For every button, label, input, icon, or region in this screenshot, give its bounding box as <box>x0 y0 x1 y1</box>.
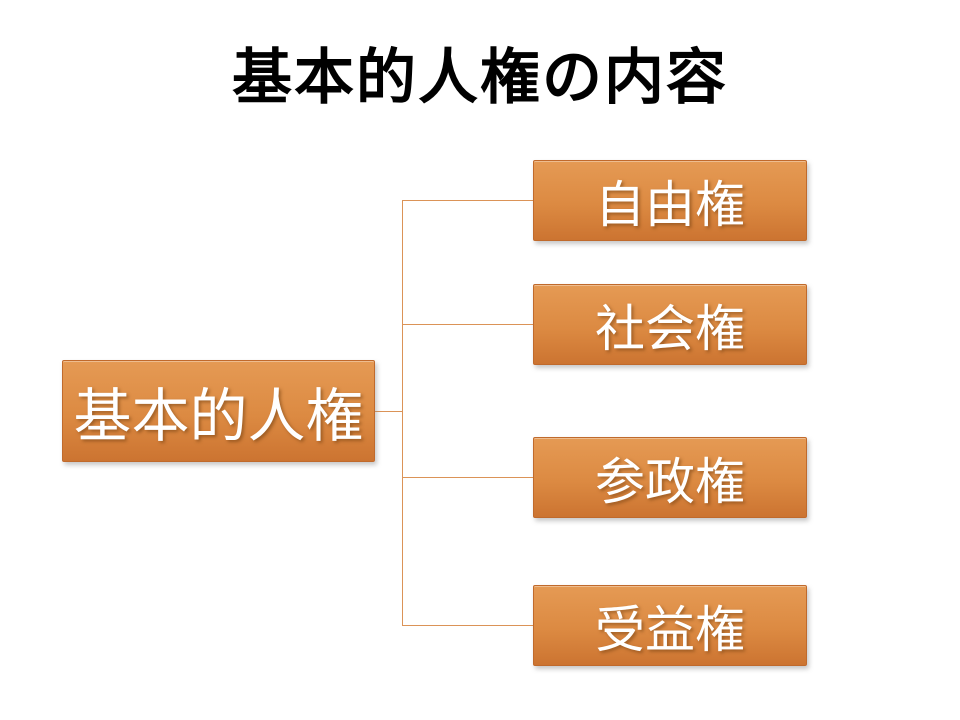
connector-branch-1 <box>402 200 533 201</box>
slide-title: 基本的人権の内容 <box>232 44 728 111</box>
connector-branch-2 <box>402 324 533 325</box>
connector-trunk <box>402 200 403 626</box>
diagram-node-social-rights: 社会権 <box>533 284 807 365</box>
diagram-node-freedom-rights: 自由権 <box>533 160 807 241</box>
diagram-node-label: 自由権 <box>595 176 745 233</box>
connector-branch-4 <box>402 625 533 626</box>
diagram-node-root-label: 基本的人権 <box>73 384 364 449</box>
diagram-node-label: 参政権 <box>595 453 745 510</box>
connector-root-to-trunk <box>375 411 402 412</box>
connector-branch-3 <box>402 477 533 478</box>
diagram-node-beneficiary-rights: 受益権 <box>533 585 807 666</box>
diagram-node-suffrage-rights: 参政権 <box>533 437 807 518</box>
diagram-node-root: 基本的人権 <box>62 360 375 462</box>
diagram-node-label: 受益権 <box>595 601 745 658</box>
diagram-node-label: 社会権 <box>595 300 745 357</box>
